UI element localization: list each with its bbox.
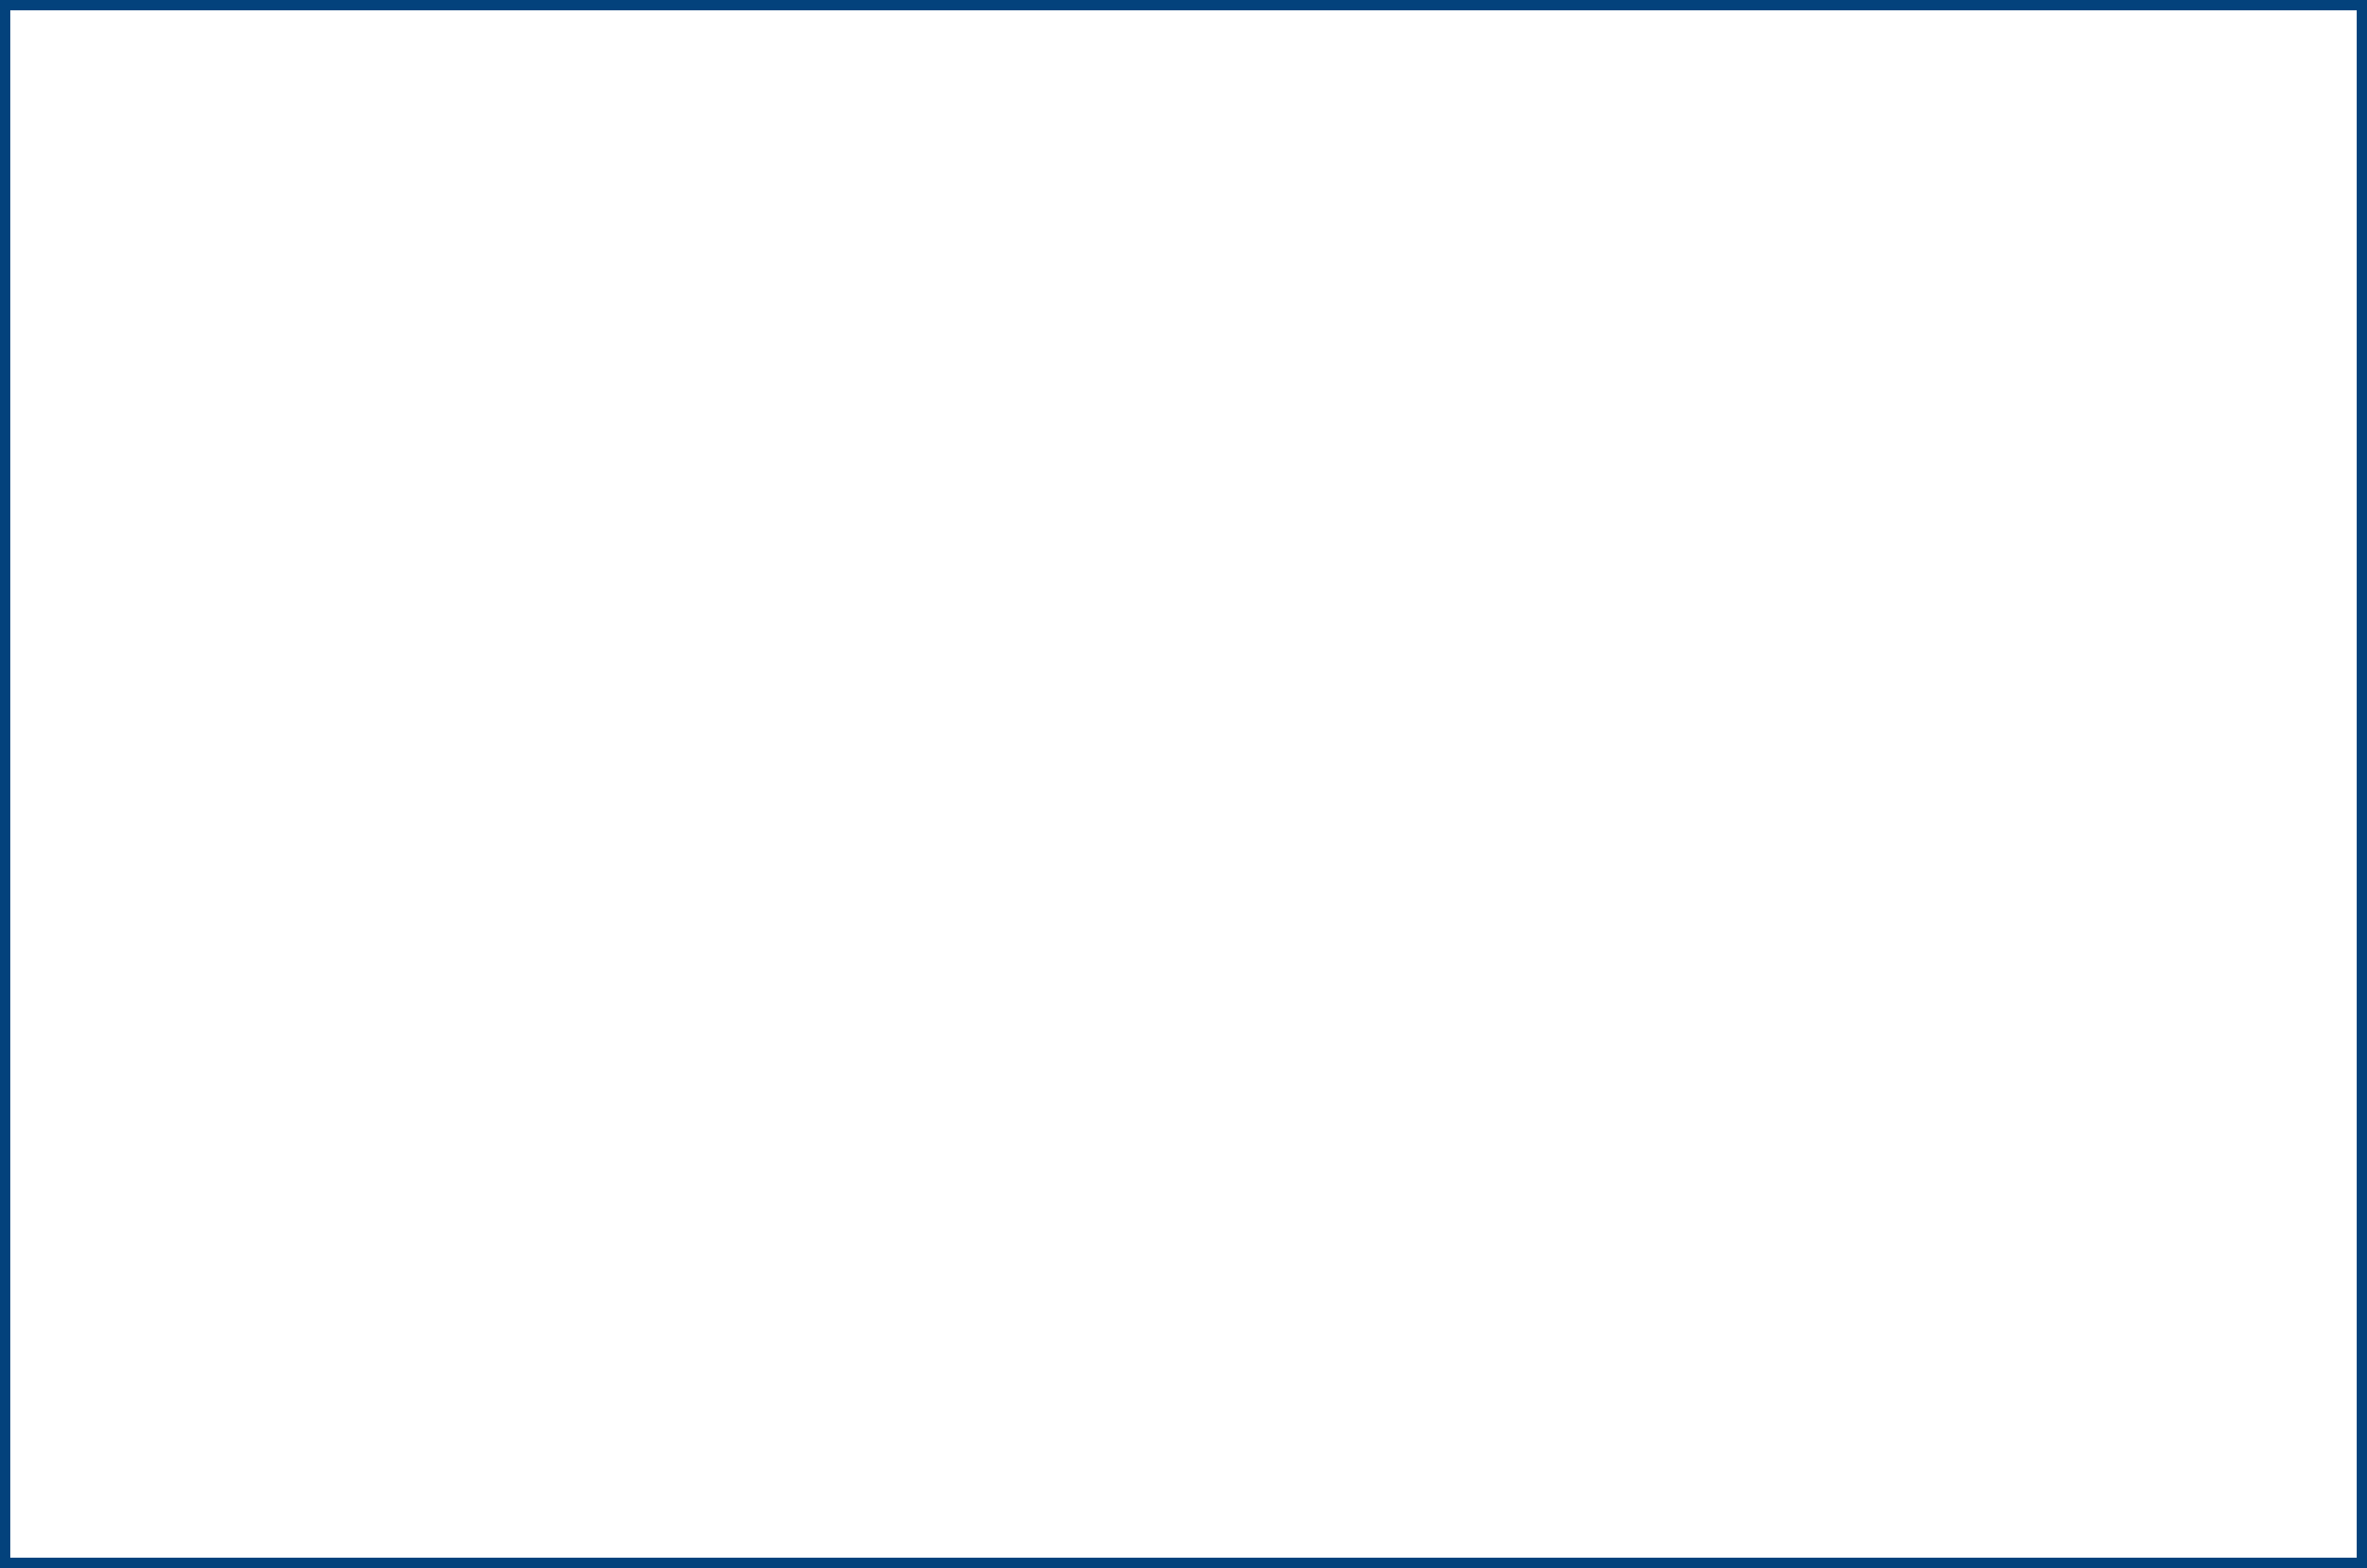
edge-label-top-left: Está asociado con [755, 493, 1077, 538]
edge-label-bottom-left: Está asociado con [626, 993, 947, 1037]
edge-label-right-upper: Está asociado con [1460, 670, 1782, 714]
edge-top-right [1237, 401, 1405, 688]
concept-node-esclerosis-multiple[interactable]: Cuando la amargura se llama esclerosis m… [1890, 369, 2332, 624]
yellow-diamond-icon [1256, 1336, 1305, 1383]
mouse-pointer-icon [795, 417, 842, 482]
blue-diamond-icon [949, 703, 998, 750]
edge-label-top-right: Está asociado con [1123, 567, 1444, 611]
concept-node-label: El alivio-amargo del diagnóstico (pre-di… [1323, 57, 1614, 363]
yellow-diamond-icon [55, 568, 105, 615]
yellow-diamond-icon [732, 94, 781, 141]
concept-node-reajuste-movimiento[interactable]: Reajuste en el movimiento final de diagn… [1928, 1007, 2324, 1270]
edge-top-left [937, 391, 1133, 693]
concept-node-label: Vivencias emocionales en el movimiento h… [209, 1026, 455, 1333]
yellow-diamond-icon [1323, 55, 1372, 101]
concept-node-central[interactable]: El movimiento entre el alivio-amargo y e… [928, 687, 1375, 948]
concept-node-amargo-alivio-breve[interactable]: El amargo alivio del diagnóstico (pre-di… [711, 78, 1133, 396]
concept-node-label: El movimiento entre el alivio-amargo y e… [949, 706, 1283, 909]
edge-label-right-lower: Está asociado con [1456, 953, 1778, 997]
concept-node-amargura-padecer[interactable]: La amargura del padecer [35, 551, 407, 687]
yellow-diamond-icon [1911, 386, 1960, 432]
yellow-diamond-icon [1949, 1024, 1998, 1071]
concept-node-alivio-amargo-prolongado[interactable]: El alivio-amargo del diagnóstico (pre-di… [1302, 38, 1731, 410]
concept-node-reacciones-interpretativas[interactable]: Reacciones interpretativas de alivio [1236, 1319, 1640, 1527]
yellow-diamond-icon [209, 1024, 258, 1071]
edge-label-bottom-center: Está asociado con [1103, 1109, 1424, 1154]
edge-label-left: Está asociado con [446, 695, 768, 740]
concept-node-label: Reajuste en el movimiento final de diagn… [1949, 1026, 2288, 1230]
concept-node-vivencias-emocionales[interactable]: Vivencias emocionales en el movimiento h… [189, 1007, 558, 1380]
